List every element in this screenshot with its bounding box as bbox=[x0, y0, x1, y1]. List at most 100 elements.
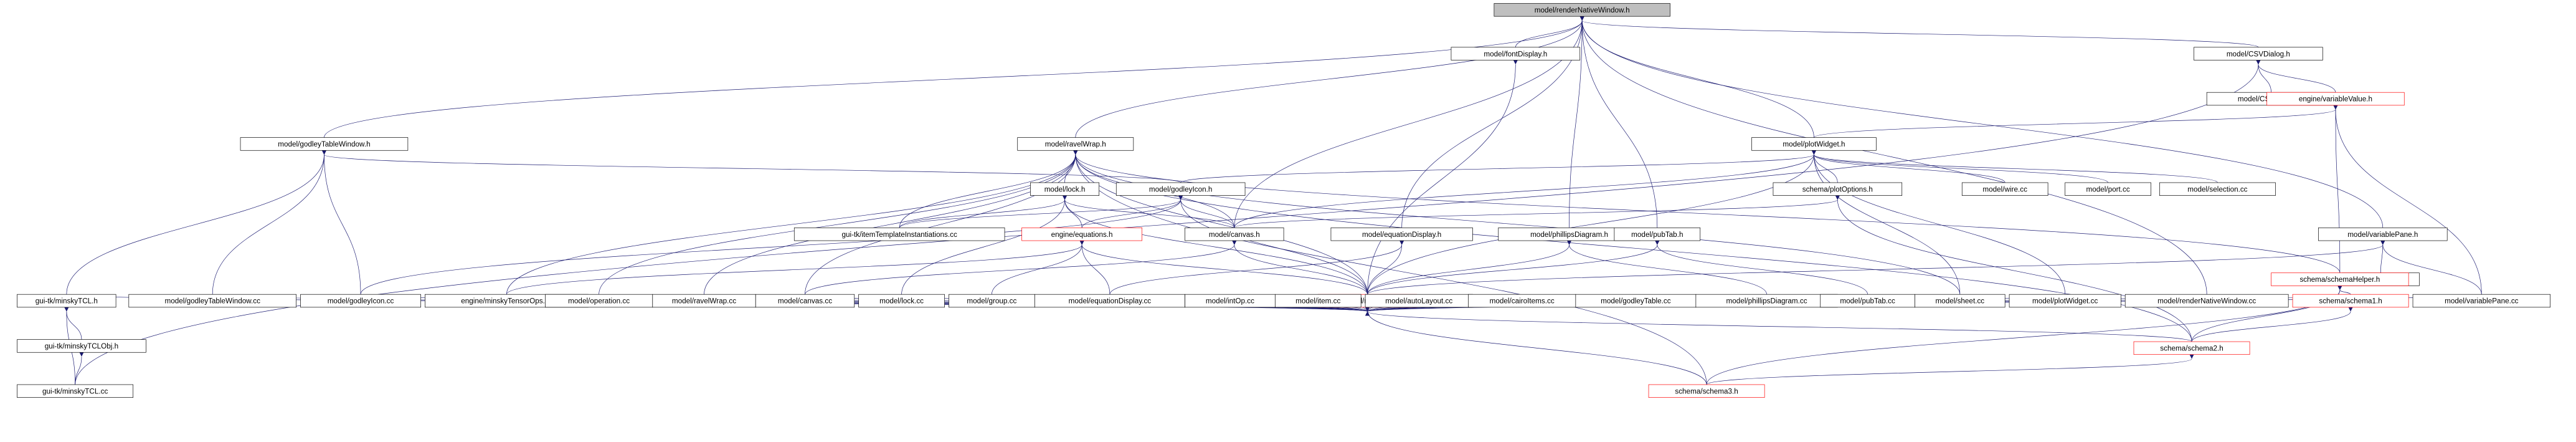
node-label: model/plotWidget.h bbox=[1783, 140, 1845, 148]
node-schema2-h[interactable]: schema/schema2.h bbox=[2133, 341, 2250, 355]
edge-schemaHelper_h-to-variableValue_h bbox=[2333, 105, 2341, 273]
edge-group_cc-to-equations_h bbox=[992, 241, 1084, 295]
node-box bbox=[1648, 384, 1765, 398]
node-minskyTCLObj-h[interactable]: gui-tk/minskyTCLObj.h bbox=[17, 339, 146, 353]
edge-itemTemplateInstantiations_cc-to-ravelWrap_h bbox=[899, 150, 1078, 228]
node-operation-cc[interactable]: model/operation.cc bbox=[545, 294, 653, 308]
edge-schema2_h-to-plotOptions_h bbox=[1835, 195, 2192, 342]
edge-selection_cc-to-plotWidget_h bbox=[1811, 150, 2218, 183]
edge-godleyIcon_h-to-godleyTableWindow_h bbox=[321, 150, 1181, 183]
edge-canvas_h-to-plotWidget_h bbox=[1234, 150, 1816, 228]
edge-schema3_h-to-ravelWrap_h bbox=[1073, 150, 1707, 385]
node-box bbox=[2292, 294, 2409, 308]
node-label: model/equationDisplay.h bbox=[1362, 231, 1441, 239]
edge-godleyIcon_cc-to-godleyTableWindow_h bbox=[321, 150, 361, 295]
edge-canvas_cc-to-canvas_h bbox=[805, 240, 1237, 295]
edge-sheet_cc-to-ravelWrap_h bbox=[1073, 150, 1961, 295]
node-label: model/variablePane.h bbox=[2347, 231, 2418, 239]
node-autoLayout-cc[interactable]: model/autoLayout.cc bbox=[1365, 294, 1473, 308]
node-lock-h[interactable]: model/lock.h bbox=[1030, 182, 1100, 196]
node-box bbox=[2266, 92, 2405, 106]
node-port-cc[interactable]: model/port.cc bbox=[2065, 182, 2151, 196]
node-equationDisplay-cc[interactable]: model/equationDisplay.cc bbox=[1034, 294, 1185, 308]
node-box bbox=[2318, 228, 2448, 241]
node-fontDisplay-h[interactable]: model/fontDisplay.h bbox=[1451, 47, 1581, 60]
node-godleyIcon-cc[interactable]: model/godleyIcon.cc bbox=[300, 294, 421, 308]
node-ravelWrap-h[interactable]: model/ravelWrap.h bbox=[1017, 137, 1134, 151]
node-box bbox=[2412, 294, 2550, 308]
node-schema1-h[interactable]: schema/schema1.h bbox=[2292, 294, 2409, 308]
node-label: schema/schema2.h bbox=[2160, 344, 2223, 352]
node-godleyTableWindow-h[interactable]: model/godleyTableWindow.h bbox=[240, 137, 409, 151]
node-godleyTable-cc[interactable]: model/godleyTable.cc bbox=[1575, 294, 1697, 308]
node-pubTab-cc[interactable]: model/pubTab.cc bbox=[1820, 294, 1915, 308]
edge-CSVDialog_h-to-renderNativeWindow_h bbox=[1579, 16, 2259, 48]
edge-canvas_cc-to-ravelWrap_h bbox=[805, 150, 1078, 295]
node-cairoItems-cc[interactable]: model/cairoItems.cc bbox=[1468, 294, 1576, 308]
node-intOp-cc[interactable]: model/intOp.cc bbox=[1185, 294, 1276, 308]
node-box bbox=[2009, 294, 2121, 308]
node-label: model/phillipsDiagram.cc bbox=[1726, 297, 1807, 305]
node-equations-h[interactable]: engine/equations.h bbox=[1021, 228, 1142, 241]
node-lock-cc[interactable]: model/lock.cc bbox=[858, 294, 945, 308]
edge-plotWidget_cc-to-plotWidget_h bbox=[1811, 150, 2066, 295]
node-minskyTCL-h[interactable]: gui-tk/minskyTCL.h bbox=[17, 294, 116, 308]
node-phillipsDiagram-cc[interactable]: model/phillipsDiagram.cc bbox=[1695, 294, 1838, 308]
node-phillipsDiagram-h[interactable]: model/phillipsDiagram.h bbox=[1498, 228, 1641, 241]
node-minskyTCL-cc[interactable]: gui-tk/minskyTCL.cc bbox=[17, 384, 134, 398]
node-ravelWrap-cc[interactable]: model/ravelWrap.cc bbox=[652, 294, 756, 308]
edge-ravelWrap_h-to-renderNativeWindow_h bbox=[1075, 16, 1584, 138]
node-label: model/renderNativeWindow.cc bbox=[2157, 297, 2256, 305]
node-sheet-cc[interactable]: model/sheet.cc bbox=[1915, 294, 2005, 308]
edge-minskyTensorOps_cc-to-equations_h bbox=[506, 240, 1084, 295]
node-variablePane-cc[interactable]: model/variablePane.cc bbox=[2412, 294, 2550, 308]
node-label: model/ravelWrap.cc bbox=[672, 297, 736, 305]
node-label: model/godleyIcon.h bbox=[1149, 185, 1213, 193]
node-plotOptions-h[interactable]: schema/plotOptions.h bbox=[1773, 182, 1903, 196]
edge-minskyTCL_cc-to-CSVDialog_h bbox=[75, 60, 2261, 385]
node-label: model/pubTab.cc bbox=[1840, 297, 1895, 305]
node-wire-cc[interactable]: model/wire.cc bbox=[1961, 182, 2048, 196]
edge-fontDisplay_h-to-renderNativeWindow_h bbox=[1515, 16, 1584, 47]
node-label: model/group.cc bbox=[967, 297, 1016, 305]
node-pubTab-h[interactable]: model/pubTab.h bbox=[1614, 228, 1701, 241]
node-itemTemplateInstantiations-cc[interactable]: gui-tk/itemTemplateInstantiations.cc bbox=[793, 228, 1005, 241]
edge-minsky_h-to-phillipsDiagram_h bbox=[1367, 240, 1572, 295]
node-box bbox=[17, 384, 134, 398]
node-box bbox=[793, 228, 1005, 241]
node-plotWidget-cc[interactable]: model/plotWidget.cc bbox=[2009, 294, 2121, 308]
node-label: model/ravelWrap.h bbox=[1045, 140, 1106, 148]
node-equationDisplay-h[interactable]: model/equationDisplay.h bbox=[1330, 228, 1473, 241]
edge-schema1_h-to-schemaHelper_h bbox=[2337, 286, 2351, 295]
edge-equations_h-to-lock_h bbox=[1063, 195, 1082, 228]
node-label: engine/minskyTensorOps.cc bbox=[461, 297, 552, 305]
node-group-cc[interactable]: model/group.cc bbox=[949, 294, 1035, 308]
node-label: model/wire.cc bbox=[1982, 185, 2027, 193]
node-plotWidget-h[interactable]: model/plotWidget.h bbox=[1751, 137, 1877, 151]
node-box bbox=[1451, 47, 1581, 60]
node-selection-cc[interactable]: model/selection.cc bbox=[2159, 182, 2276, 196]
node-label: model/variablePane.cc bbox=[2445, 297, 2519, 305]
node-canvas-cc[interactable]: model/canvas.cc bbox=[755, 294, 855, 308]
node-label: model/sheet.cc bbox=[1935, 297, 1984, 305]
node-renderNativeWindow-cc[interactable]: model/renderNativeWindow.cc bbox=[2124, 294, 2289, 308]
node-godleyTableWindow-cc[interactable]: model/godleyTableWindow.cc bbox=[128, 294, 296, 308]
node-box bbox=[1330, 228, 1473, 241]
node-variableValue-h[interactable]: engine/variableValue.h bbox=[2266, 92, 2405, 106]
node-label: model/godleyTableWindow.h bbox=[278, 140, 370, 148]
node-box bbox=[1494, 3, 1670, 17]
edge-variablePane_h-to-renderNativeWindow_h bbox=[1579, 16, 2384, 228]
node-godleyIcon-h[interactable]: model/godleyIcon.h bbox=[1115, 182, 1246, 196]
node-item-cc[interactable]: model/item.cc bbox=[1274, 294, 1361, 308]
edge-minsky_h-to-fontDisplay_h bbox=[1367, 60, 1518, 295]
node-canvas-h[interactable]: model/canvas.h bbox=[1185, 228, 1284, 241]
edge-operation_cc-to-ravelWrap_h bbox=[599, 150, 1078, 295]
node-schema3-h[interactable]: schema/schema3.h bbox=[1648, 384, 1765, 398]
node-CSVDialog-h[interactable]: model/CSVDialog.h bbox=[2194, 47, 2323, 60]
node-variablePane-h[interactable]: model/variablePane.h bbox=[2318, 228, 2448, 241]
node-label: model/cairoItems.cc bbox=[1490, 297, 1555, 305]
node-renderNativeWindow-h[interactable]: model/renderNativeWindow.h bbox=[1494, 3, 1670, 17]
node-schemaHelper-h[interactable]: schema/schemaHelper.h bbox=[2271, 272, 2409, 286]
node-label: gui-tk/itemTemplateInstantiations.cc bbox=[841, 231, 957, 239]
